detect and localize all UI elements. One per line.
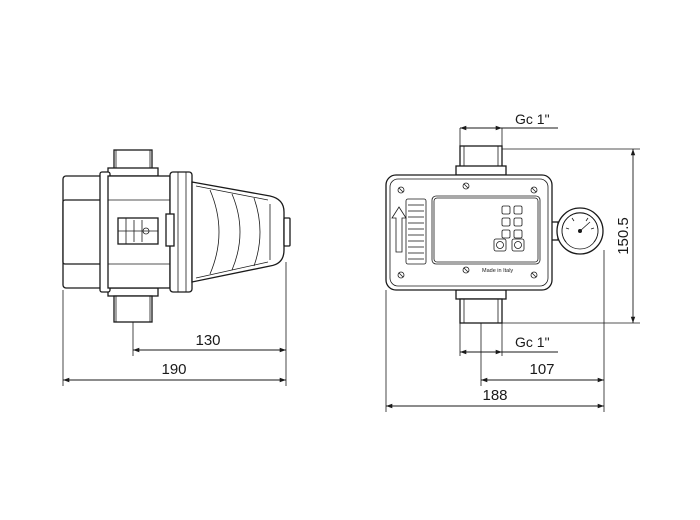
pressure-gauge bbox=[547, 207, 604, 255]
thread-label-bottom: Gc 1" bbox=[515, 334, 550, 350]
side-top-connector bbox=[107, 149, 159, 177]
front-bottom-connector bbox=[455, 289, 507, 324]
side-bottom-connector bbox=[107, 287, 159, 323]
thread-callout-bottom: Gc 1" bbox=[459, 323, 558, 356]
screw-icon bbox=[397, 182, 538, 279]
ribbed-grille bbox=[405, 198, 427, 265]
made-in-italy-label: Made in Italy bbox=[482, 268, 513, 274]
side-view: 130 190 bbox=[62, 149, 291, 386]
dimension-150-5: 150.5 bbox=[502, 148, 640, 324]
dimension-190: 190 bbox=[62, 290, 286, 386]
thread-callout-top: Gc 1" bbox=[459, 111, 558, 146]
front-top-connector bbox=[455, 145, 507, 176]
dimension-130-label: 130 bbox=[195, 332, 220, 349]
thread-label-top: Gc 1" bbox=[515, 111, 550, 127]
control-panel bbox=[431, 195, 541, 265]
dimension-150-5-label: 150.5 bbox=[615, 217, 632, 255]
dimension-107-label: 107 bbox=[529, 361, 554, 378]
panel-button-mode bbox=[511, 238, 525, 252]
led-indicator-grid bbox=[501, 205, 523, 239]
front-view: Made in Italy Gc 1" Gc 1" 150.5 bbox=[385, 111, 640, 412]
dimension-188: 188 bbox=[385, 290, 604, 412]
dimension-107: 107 bbox=[480, 250, 605, 412]
front-enclosure: Made in Italy bbox=[385, 174, 553, 291]
side-flange bbox=[165, 171, 193, 293]
side-conical-cap bbox=[191, 181, 291, 283]
panel-button-reset bbox=[493, 238, 507, 252]
dimension-188-label: 188 bbox=[482, 387, 507, 404]
dimension-190-label: 190 bbox=[161, 361, 186, 378]
side-rear-housing bbox=[62, 171, 111, 293]
dimension-130: 130 bbox=[132, 262, 287, 386]
side-body bbox=[107, 175, 171, 289]
flow-arrow-icon bbox=[391, 206, 407, 253]
